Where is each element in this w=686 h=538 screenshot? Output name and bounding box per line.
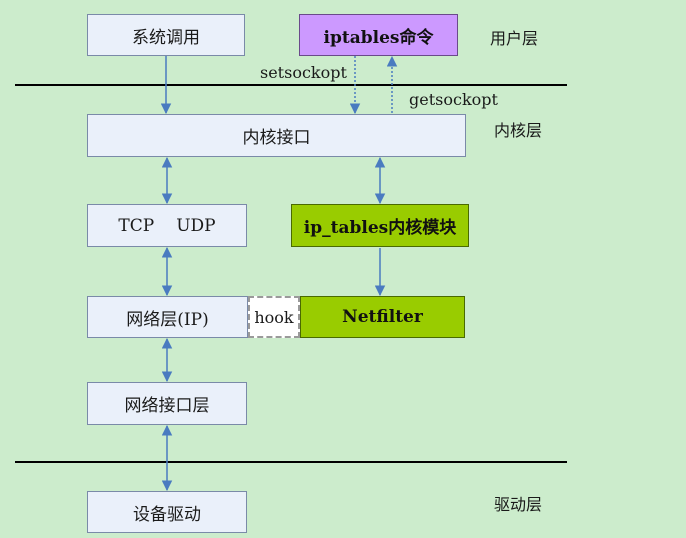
hook-box: hook [248,296,300,338]
iptables-command-box: iptables命令 [299,14,458,56]
kernel-driver-separator [15,461,567,463]
user-kernel-separator [15,84,567,86]
driver-layer-label: 驱动层 [494,495,543,514]
kernel-layer-label: 内核层 [494,121,543,140]
network-interface-layer-label: 网络接口层 [124,396,210,416]
tcp-udp-box: TCP UDP [87,204,247,247]
kernel-interface-box: 内核接口 [87,114,466,157]
device-driver-box: 设备驱动 [87,491,247,533]
ip-tables-module-label: ip_tables内核模块 [303,218,457,238]
syscall-box: 系统调用 [87,14,245,56]
network-layer-box: 网络层(IP) [87,296,248,338]
netfilter-box: Netfilter [300,296,465,338]
hook-label: hook [254,307,294,327]
tcp-label: TCP [118,215,155,236]
network-layer-label: 网络层(IP) [126,309,209,330]
user-layer-label: 用户层 [490,29,539,48]
iptables-command-label: iptables命令 [323,27,434,48]
ip-tables-module-box: ip_tables内核模块 [291,204,469,247]
network-interface-layer-box: 网络接口层 [87,382,247,425]
syscall-label: 系统调用 [132,27,200,48]
setsockopt-label: setsockopt [260,63,347,82]
udp-label: UDP [176,215,216,236]
device-driver-label: 设备驱动 [133,504,201,525]
netfilter-label: Netfilter [342,307,423,327]
kernel-interface-label: 内核接口 [242,128,311,148]
getsockopt-label: getsockopt [409,90,498,109]
